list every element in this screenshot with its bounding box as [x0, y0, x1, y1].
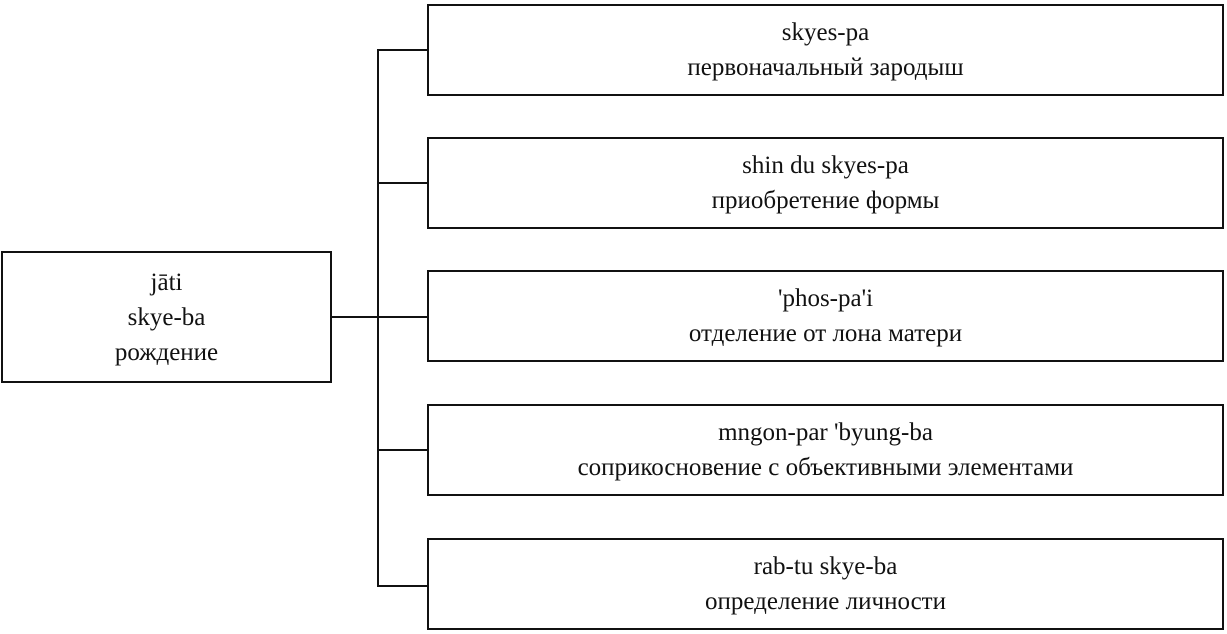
root-sanskrit-term: jāti — [150, 268, 183, 296]
root-russian-term: рождение — [114, 338, 219, 366]
root-connector — [331, 316, 379, 318]
child-tibetan-term: 'phos-pa'i — [777, 285, 874, 312]
child-tibetan-term: shin du skyes-pa — [742, 152, 909, 179]
branch-connector-4 — [377, 449, 429, 451]
child-node-5: rab-tu skye-ba определение личности — [427, 538, 1224, 630]
root-tibetan-term: skye-ba — [127, 303, 206, 331]
child-tibetan-term: rab-tu skye-ba — [753, 553, 898, 580]
branch-trunk-connector — [377, 49, 379, 587]
child-russian-term: отделение от лона матери — [688, 320, 963, 347]
branch-connector-1 — [377, 49, 429, 51]
child-russian-term: первоначальный зародыш — [687, 54, 964, 81]
child-node-4: mngon-par 'byung-ba соприкосновение с об… — [427, 404, 1224, 496]
branch-connector-3 — [377, 316, 429, 318]
child-russian-term: определение личности — [705, 588, 946, 615]
branch-connector-5 — [377, 585, 429, 587]
child-russian-term: приобретение формы — [711, 187, 940, 214]
root-node-jati: jāti skye-ba рождение — [1, 251, 332, 383]
child-node-2: shin du skyes-pa приобретение формы — [427, 137, 1224, 229]
child-tibetan-term: skyes-pa — [781, 19, 870, 46]
child-node-3: 'phos-pa'i отделение от лона матери — [427, 270, 1224, 362]
child-tibetan-term: mngon-par 'byung-ba — [718, 419, 933, 446]
child-russian-term: соприкосновение с объективными элементам… — [577, 454, 1074, 481]
child-node-1: skyes-pa первоначальный зародыш — [427, 4, 1224, 96]
branch-connector-2 — [377, 182, 429, 184]
